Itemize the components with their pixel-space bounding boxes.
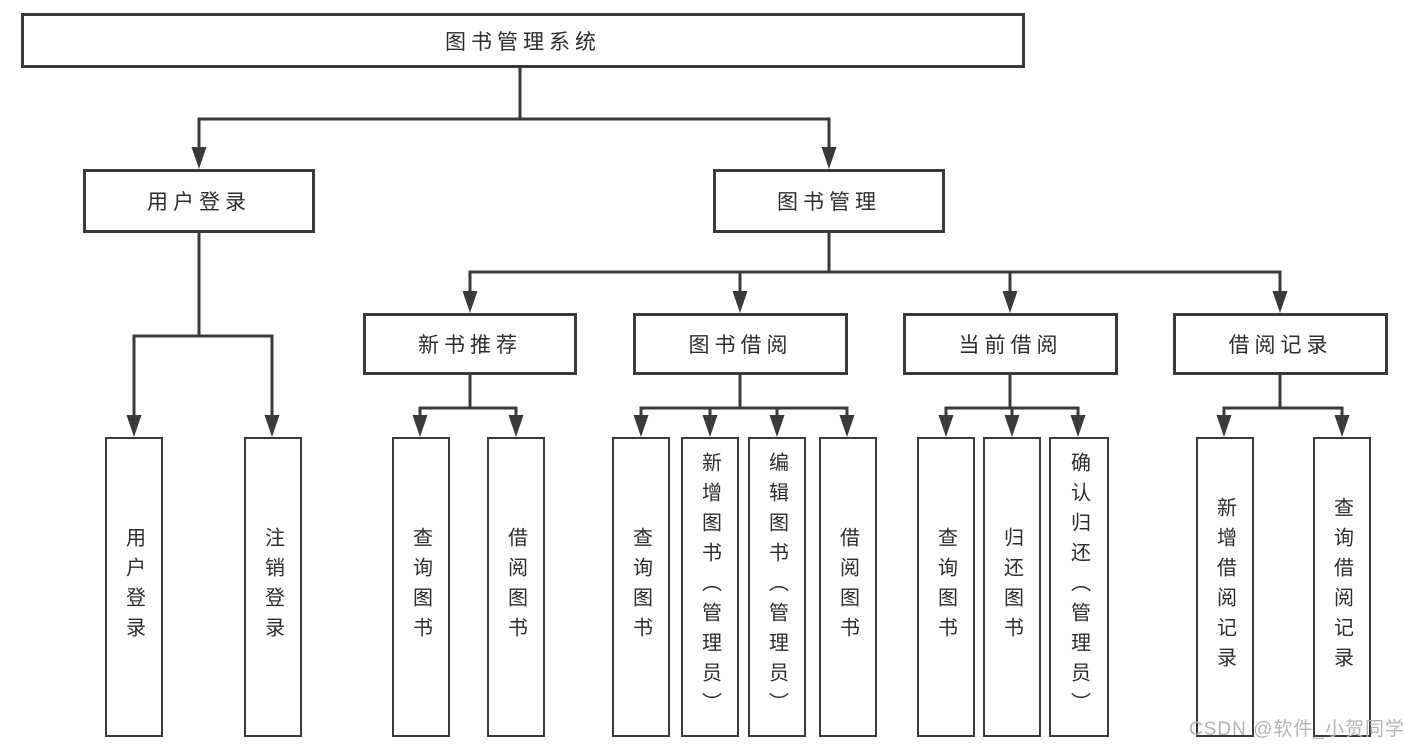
connector-arrowheads <box>126 147 1350 437</box>
node-root-label: 图书管理系统 <box>445 30 601 54</box>
leaf-user-login: 用户登录 <box>105 437 163 737</box>
node-root: 图书管理系统 <box>21 13 1025 68</box>
node-user-login-label: 用户登录 <box>147 191 251 214</box>
leaf-records-query-record-label: 查询借阅记录 <box>1330 497 1353 677</box>
node-book-borrowing: 图书借阅 <box>633 313 848 375</box>
node-book-management-label: 图书管理 <box>777 191 881 214</box>
leaf-current-query-books-label: 查询图书 <box>934 527 957 647</box>
node-current-borrowing-label: 当前借阅 <box>958 334 1063 357</box>
leaf-borrowing-borrow-books-label: 借阅图书 <box>836 527 859 647</box>
node-borrowing-records: 借阅记录 <box>1173 313 1388 375</box>
csdn-watermark: CSDN @软件_小贺同学 <box>1189 719 1405 740</box>
leaf-borrowing-borrow-books: 借阅图书 <box>819 437 877 737</box>
leaf-logout: 注销登录 <box>244 437 302 737</box>
leaf-records-add-record-label: 新增借阅记录 <box>1213 497 1236 677</box>
leaf-logout-label: 注销登录 <box>261 527 284 647</box>
leaf-recommend-query-books: 查询图书 <box>392 437 450 737</box>
leaf-current-confirm-return-label: 确认归还（管理员） <box>1067 452 1090 722</box>
leaf-borrowing-add-books: 新增图书（管理员） <box>681 437 739 737</box>
leaf-current-return-books: 归还图书 <box>983 437 1041 737</box>
node-book-management: 图书管理 <box>713 169 945 233</box>
leaf-borrowing-query-books-label: 查询图书 <box>629 527 652 647</box>
leaf-borrowing-add-books-label: 新增图书（管理员） <box>698 452 721 722</box>
leaf-recommend-borrow-books-label: 借阅图书 <box>504 527 527 647</box>
leaf-borrowing-query-books: 查询图书 <box>612 437 670 737</box>
leaf-borrowing-edit-books: 编辑图书（管理员） <box>748 437 806 737</box>
node-user-login: 用户登录 <box>83 169 315 233</box>
leaf-user-login-label: 用户登录 <box>122 527 145 647</box>
leaf-recommend-query-books-label: 查询图书 <box>409 527 432 647</box>
node-new-book-recommend-label: 新书推荐 <box>418 334 522 357</box>
leaf-records-add-record: 新增借阅记录 <box>1196 437 1254 737</box>
leaf-borrowing-edit-books-label: 编辑图书（管理员） <box>765 452 788 722</box>
leaf-records-query-record: 查询借阅记录 <box>1313 437 1371 737</box>
node-book-borrowing-label: 图书借阅 <box>688 334 793 357</box>
leaf-recommend-borrow-books: 借阅图书 <box>487 437 545 737</box>
node-new-book-recommend: 新书推荐 <box>363 313 577 375</box>
leaf-current-return-books-label: 归还图书 <box>1000 527 1023 647</box>
node-borrowing-records-label: 借阅记录 <box>1228 334 1333 357</box>
node-current-borrowing: 当前借阅 <box>903 313 1118 375</box>
leaf-current-query-books: 查询图书 <box>917 437 975 737</box>
leaf-current-confirm-return: 确认归还（管理员） <box>1049 437 1109 737</box>
